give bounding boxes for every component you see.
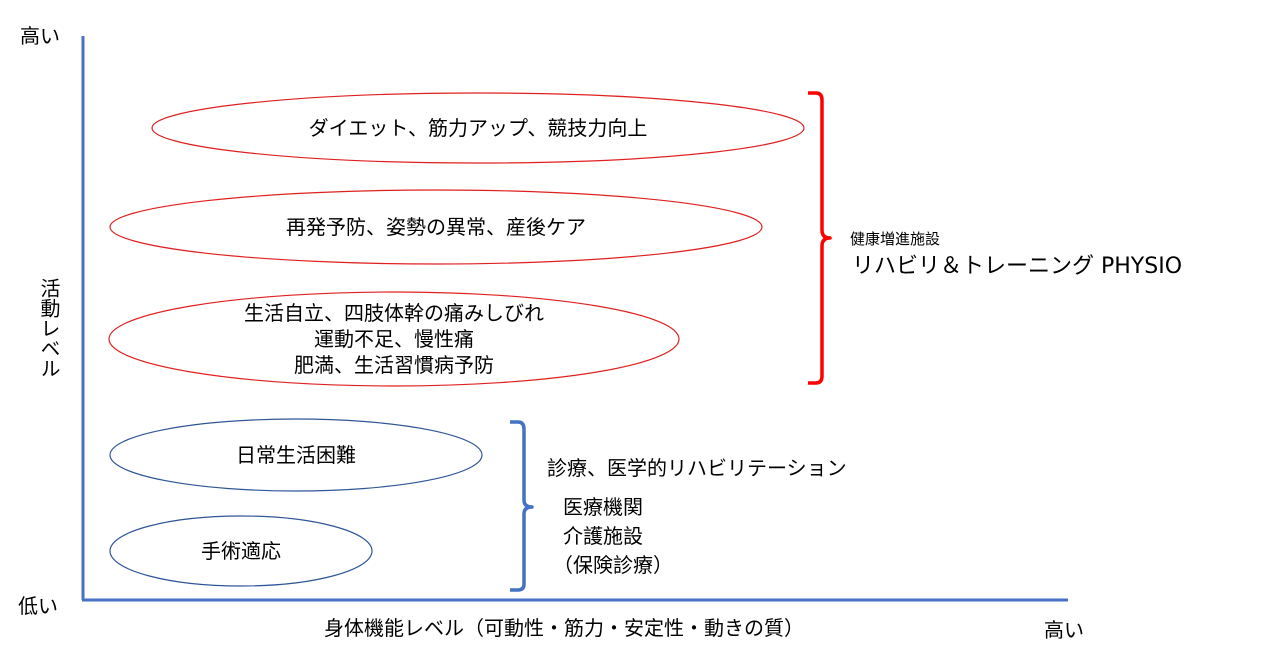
ellipse-diet-label: ダイエット、筋力アップ、競技力向上 (152, 93, 804, 163)
ellipse-surgery-label: 手術適応 (110, 516, 372, 586)
ellipse-diet-text: ダイエット、筋力アップ、競技力向上 (308, 116, 648, 140)
medical-group-line3: （保険診療） (553, 553, 673, 577)
y-axis-low-label: 低い (18, 594, 58, 618)
y-axis-title: 活動レベル (37, 278, 61, 378)
health-bracket (808, 91, 832, 385)
x-axis-high-label: 高い (1044, 618, 1084, 642)
ellipse-prevention (109, 189, 763, 265)
ellipse-daily-difficulty (109, 418, 483, 492)
medical-group-line2: 介護施設 (563, 524, 643, 548)
health-group-title: リハビリ＆トレーニング PHYSIO (852, 254, 1183, 279)
ellipse-independence (108, 291, 680, 387)
ellipse-daily-difficulty-text: 日常生活困難 (236, 443, 356, 467)
health-group-subtitle: 健康増進施設 (850, 230, 941, 248)
ellipse-independence-line1: 生活自立、四肢体幹の痛みしびれ (244, 301, 544, 325)
ellipse-independence-line2: 運動不足、慢性痛 (314, 327, 474, 351)
ellipse-diet (151, 92, 805, 164)
ellipse-independence-line3: 肥満、生活習慣病予防 (294, 353, 494, 377)
ellipse-prevention-label: 再発予防、姿勢の異常、産後ケア (110, 190, 762, 264)
medical-bracket (510, 420, 534, 592)
ellipse-daily-difficulty-label: 日常生活困難 (110, 419, 482, 491)
ellipse-surgery (109, 515, 373, 587)
ellipse-prevention-text: 再発予防、姿勢の異常、産後ケア (286, 215, 586, 239)
ellipse-surgery-text: 手術適応 (201, 539, 281, 563)
medical-group-line1: 医療機関 (563, 495, 643, 519)
medical-group-title: 診療、医学的リハビリテーション (547, 456, 847, 480)
ellipse-independence-label: 生活自立、四肢体幹の痛みしびれ 運動不足、慢性痛 肥満、生活習慣病予防 (109, 290, 679, 388)
x-axis-title: 身体機能レベル（可動性・筋力・安定性・動きの質） (324, 616, 804, 640)
y-axis-high-label: 高い (20, 24, 60, 48)
